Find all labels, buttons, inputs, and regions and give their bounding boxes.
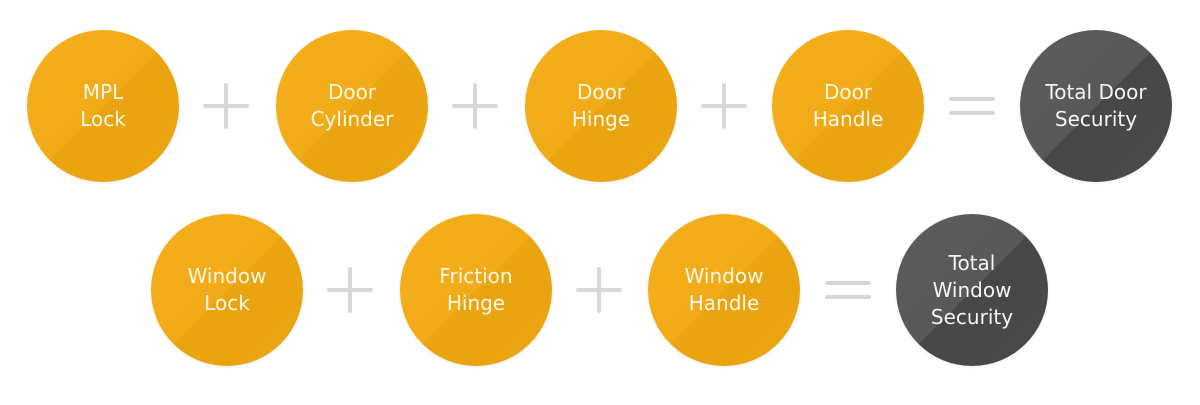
plus-icon — [701, 83, 747, 129]
result-total-window-security: Total Window Security — [896, 214, 1048, 366]
component-label: Door Handle — [812, 80, 884, 131]
result-label: Total Window Security — [930, 250, 1014, 329]
component-label: Window Handle — [684, 264, 764, 315]
plus-icon — [327, 267, 373, 313]
component-label: Window Lock — [187, 264, 267, 315]
equals-icon — [825, 267, 871, 313]
component-window-handle: Window Handle — [648, 214, 800, 366]
component-label: Door Hinge — [571, 80, 631, 131]
plus-icon — [576, 267, 622, 313]
component-door-handle: Door Handle — [772, 30, 924, 182]
component-window-lock: Window Lock — [151, 214, 303, 366]
equals-icon — [949, 83, 995, 129]
result-total-door-security: Total Door Security — [1020, 30, 1172, 182]
component-friction-hinge: Friction Hinge — [400, 214, 552, 366]
component-label: Door Cylinder — [310, 80, 394, 131]
component-mpl-lock: MPL Lock — [27, 30, 179, 182]
plus-icon — [203, 83, 249, 129]
component-door-hinge: Door Hinge — [525, 30, 677, 182]
component-door-cylinder: Door Cylinder — [276, 30, 428, 182]
result-label: Total Door Security — [1045, 80, 1147, 131]
plus-icon — [452, 83, 498, 129]
component-label: MPL Lock — [80, 80, 126, 131]
component-label: Friction Hinge — [439, 264, 513, 315]
